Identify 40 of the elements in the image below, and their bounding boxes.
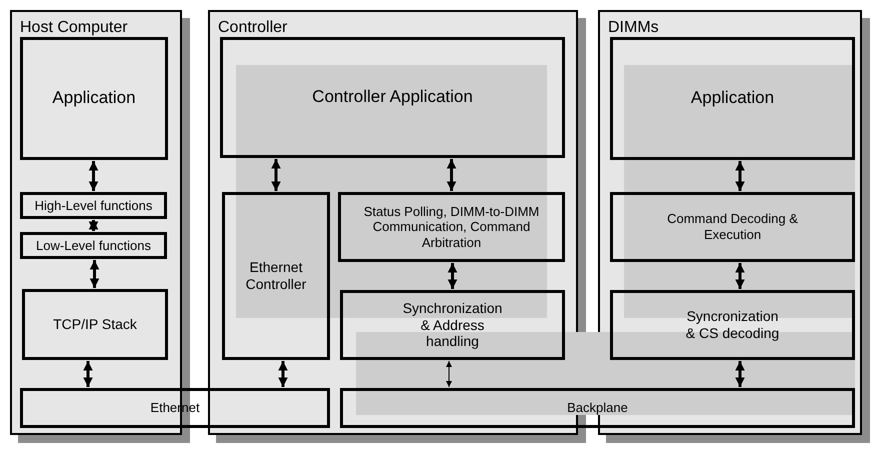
double-arrow bbox=[735, 263, 745, 289]
process-box bbox=[20, 37, 168, 160]
process-box bbox=[22, 289, 168, 360]
process-box bbox=[20, 192, 167, 219]
process-box bbox=[610, 37, 855, 160]
process-box bbox=[222, 192, 330, 360]
process-box bbox=[610, 192, 855, 262]
box-label: Status Polling, DIMM-to-DIMM Communication, Command Arbitration bbox=[362, 204, 540, 250]
box-label: Backplane bbox=[566, 400, 629, 416]
panel-title: Host Computer bbox=[20, 19, 128, 36]
bus-bar bbox=[20, 388, 330, 428]
box-label: Low-Level functions bbox=[35, 238, 152, 254]
double-arrow bbox=[271, 159, 281, 191]
process-box bbox=[338, 192, 565, 262]
double-arrow bbox=[446, 360, 452, 388]
panel-title: Controller bbox=[218, 19, 288, 36]
double-arrow bbox=[448, 263, 458, 289]
box-label: High-Level functions bbox=[34, 198, 154, 214]
process-box bbox=[610, 290, 855, 360]
double-arrow bbox=[88, 161, 98, 191]
box-label: Syncronization & CS decoding bbox=[684, 308, 780, 342]
box-label: Ethernet Controller bbox=[244, 259, 308, 293]
box-label: Controller Application bbox=[311, 87, 474, 108]
box-label: Application bbox=[690, 88, 776, 109]
double-arrow bbox=[446, 159, 456, 191]
double-arrow bbox=[83, 361, 93, 387]
box-label: Command Decoding & Execution bbox=[666, 211, 799, 243]
double-arrow bbox=[735, 161, 745, 191]
panel-title: DIMMs bbox=[608, 19, 659, 36]
double-arrow bbox=[90, 260, 100, 288]
double-arrow bbox=[278, 361, 288, 387]
double-arrow bbox=[735, 361, 745, 387]
bus-bar bbox=[340, 388, 855, 428]
process-box bbox=[20, 232, 167, 259]
process-box bbox=[220, 37, 565, 158]
process-box bbox=[340, 290, 565, 360]
double-arrow bbox=[88, 220, 98, 231]
box-label: Application bbox=[51, 88, 137, 109]
box-label: TCP/IP Stack bbox=[52, 316, 138, 333]
box-label: Synchronization & Address handling bbox=[402, 300, 504, 350]
